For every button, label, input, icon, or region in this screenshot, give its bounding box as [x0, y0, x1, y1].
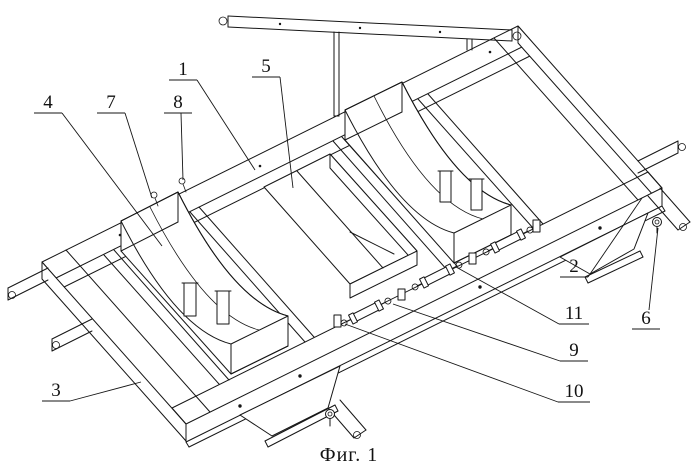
bracket-left-end — [7, 267, 93, 352]
callout-7: 7 — [97, 92, 153, 199]
callout-label: 4 — [43, 92, 53, 113]
hook-icon — [679, 223, 687, 231]
figure-caption: Фиг. 1 — [320, 444, 378, 466]
hook-icon — [512, 31, 522, 41]
jack-bolt-icon — [652, 217, 662, 227]
callout-label: 7 — [106, 92, 116, 113]
callout-8: 8 — [164, 92, 192, 181]
saddle-support-left — [120, 191, 289, 375]
top-outrigger-beam — [218, 15, 522, 117]
callout-label: 1 — [178, 59, 188, 80]
callout-label: 9 — [569, 340, 579, 361]
saddle-right-support-posts — [437, 170, 485, 211]
callout-11: 11 — [455, 266, 589, 325]
callout-label: 8 — [173, 92, 183, 113]
turnbuckle-assembly — [333, 219, 541, 328]
callout-1: 1 — [169, 59, 256, 171]
hook-icon — [678, 143, 686, 151]
callout-2: 2 — [560, 197, 643, 278]
callout-4: 4 — [34, 92, 163, 247]
saddle-left-support-posts — [181, 282, 232, 325]
turnbuckle — [411, 261, 463, 291]
hook-icon — [52, 341, 60, 349]
hook-icon — [8, 291, 16, 299]
callout-10: 10 — [344, 323, 590, 403]
tie-bracket — [532, 219, 541, 233]
eye-hook-icon — [178, 177, 186, 185]
callout-label: 3 — [51, 380, 61, 401]
callout-3: 3 — [42, 380, 142, 402]
right-end-beam — [493, 25, 663, 206]
tie-bracket — [397, 288, 406, 301]
callout-label: 6 — [641, 308, 651, 329]
tie-bracket — [468, 252, 477, 265]
hook-icon — [218, 16, 228, 26]
gusset-plate-front-left — [239, 365, 367, 448]
callout-label: 2 — [569, 256, 579, 277]
bracket-right-end — [559, 140, 691, 284]
jack-bolt-icon — [325, 409, 335, 419]
tie-bracket — [333, 314, 342, 328]
callout-label: 11 — [565, 303, 583, 324]
turnbuckle — [482, 226, 534, 256]
turnbuckle — [340, 297, 392, 327]
hook-icon — [353, 431, 361, 439]
callout-label: 10 — [565, 381, 584, 402]
callout-6: 6 — [632, 227, 660, 330]
callout-label: 5 — [261, 56, 271, 77]
callout-5: 5 — [252, 56, 294, 189]
callout-9: 9 — [392, 303, 588, 362]
center-box-tray — [263, 153, 418, 299]
